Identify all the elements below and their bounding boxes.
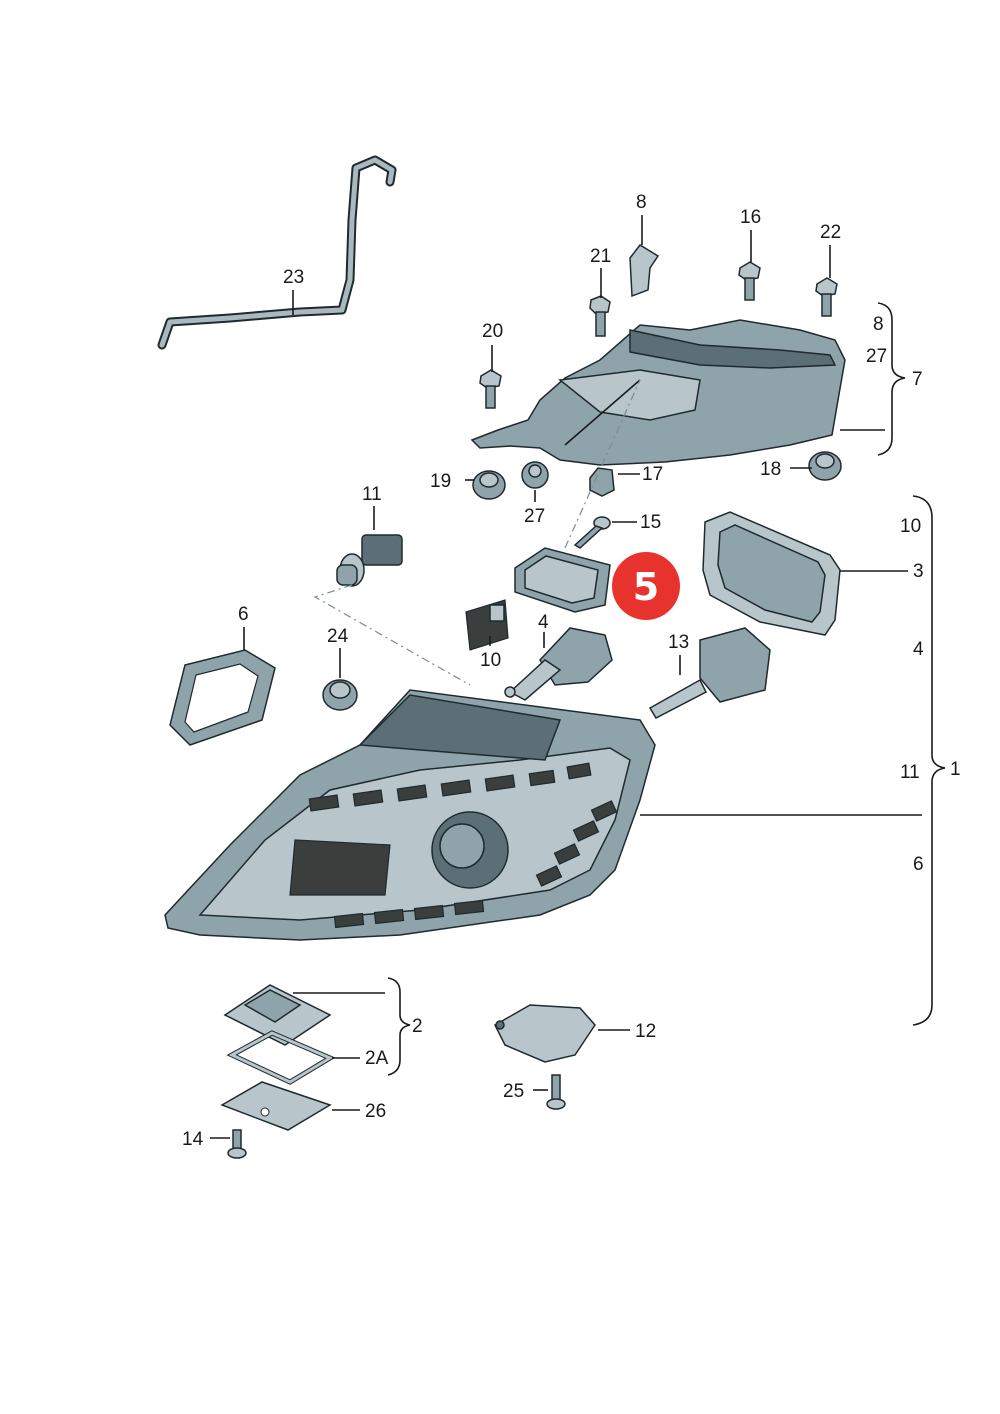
screw-16 (738, 261, 761, 301)
part-13-xenon-bulb (648, 627, 771, 719)
screw-15 (573, 516, 611, 549)
part-1-headlight-housing (164, 689, 656, 941)
part-19-nut (472, 470, 506, 500)
label-11-bulb: 11 (362, 484, 382, 505)
label-20: 20 (482, 321, 503, 342)
label-14: 14 (182, 1129, 204, 1150)
part-3-frame (702, 511, 841, 636)
label-17: 17 (642, 464, 663, 485)
part-7-bracket (470, 319, 846, 466)
part-8-clip (629, 244, 660, 298)
label-24: 24 (327, 626, 349, 647)
screw-25 (546, 1074, 566, 1110)
part-2A-gasket (226, 1030, 336, 1085)
label-22: 22 (820, 222, 841, 243)
part-5-cover (514, 547, 611, 613)
label-25: 25 (503, 1081, 524, 1102)
assembly-lines (313, 379, 641, 686)
label-10-brace: 10 (900, 516, 921, 537)
part-4-socket (504, 627, 613, 701)
label-8-brace: 8 (873, 314, 884, 335)
label-4-socket: 4 (538, 612, 549, 633)
part-26-plate (220, 1081, 332, 1131)
label-13: 13 (668, 632, 689, 653)
label-2A: 2A (365, 1048, 389, 1069)
label-4-brace: 4 (913, 639, 924, 660)
highlight-marker-5[interactable]: 5 (612, 552, 680, 620)
leader-lines (210, 215, 922, 1139)
label-23: 23 (283, 267, 304, 288)
screw-22 (815, 277, 838, 317)
label-12: 12 (635, 1021, 656, 1042)
label-3: 3 (913, 561, 924, 582)
part-labels: 23 8 21 16 22 20 8 27 7 19 27 17 18 11 1… (182, 192, 961, 1150)
label-1: 1 (950, 759, 961, 780)
label-10: 10 (480, 650, 501, 671)
part-10-module (465, 599, 509, 651)
screw-21 (589, 295, 611, 337)
label-18: 18 (760, 459, 781, 480)
label-2: 2 (412, 1016, 423, 1037)
part-23-hose (157, 155, 397, 350)
braces (387, 302, 946, 1076)
label-27-brace: 27 (866, 346, 887, 367)
label-26: 26 (365, 1101, 386, 1122)
highlight-marker-label: 5 (633, 565, 659, 609)
part-12-cap (494, 1004, 596, 1063)
label-27: 27 (524, 506, 545, 527)
label-15: 15 (640, 512, 661, 533)
label-7: 7 (912, 369, 923, 390)
label-21: 21 (590, 246, 611, 267)
screw-20 (479, 369, 502, 409)
label-8-top: 8 (636, 192, 647, 213)
part-11-bulb (336, 534, 403, 587)
label-11-brace: 11 (900, 762, 920, 783)
part-6-ring (169, 649, 276, 746)
label-19: 19 (430, 471, 451, 492)
label-6-ring: 6 (238, 604, 249, 625)
part-24-cap (322, 679, 358, 711)
label-6-brace: 6 (913, 854, 924, 875)
part-18-nut (808, 451, 842, 481)
part-17-clip (589, 467, 615, 497)
screw-14 (227, 1129, 247, 1159)
part-27-grommet (521, 461, 549, 489)
label-16: 16 (740, 207, 761, 228)
led-slots (308, 762, 618, 929)
